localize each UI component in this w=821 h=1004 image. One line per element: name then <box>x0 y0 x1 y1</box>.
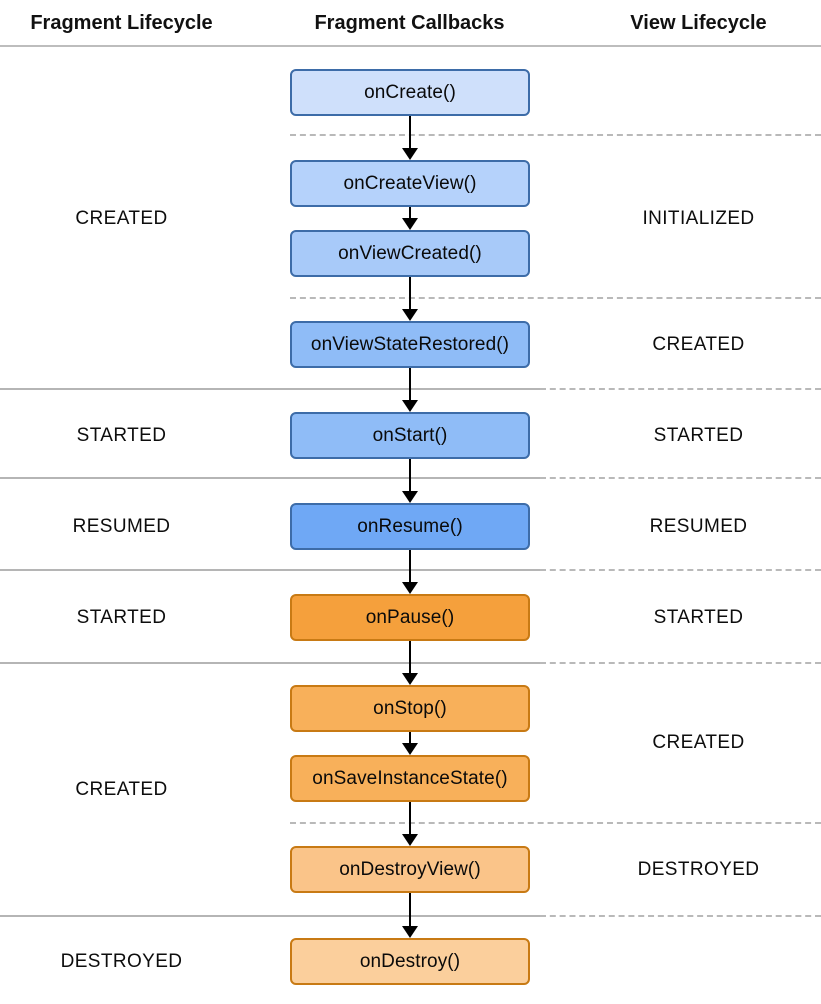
arrow-head <box>402 218 418 230</box>
separator-dashed-segment <box>540 388 821 390</box>
label-view-state-resumed: RESUMED <box>649 516 748 537</box>
callback-box-on-stop[interactable]: onStop() <box>290 685 530 732</box>
separator-dashed-segment <box>540 569 821 571</box>
label-view-state-started: STARTED <box>653 425 744 446</box>
separator-dashed-segment <box>290 134 821 136</box>
column-header-fragment-lifecycle: Fragment Lifecycle <box>30 12 213 34</box>
arrow-shaft <box>409 732 411 743</box>
arrow-head <box>402 491 418 503</box>
arrow-head <box>402 400 418 412</box>
separator-dashed-segment <box>540 915 821 917</box>
arrow-shaft <box>409 893 411 926</box>
label-fragment-state-started-1: STARTED <box>76 425 167 446</box>
arrow-head <box>402 673 418 685</box>
callback-box-on-view-state-restored[interactable]: onViewStateRestored() <box>290 321 530 368</box>
label-view-state-created-2: CREATED <box>652 732 745 753</box>
label-view-state-created: CREATED <box>652 334 745 355</box>
callback-box-on-resume[interactable]: onResume() <box>290 503 530 550</box>
separator-solid-segment <box>0 915 540 917</box>
arrow-head <box>402 834 418 846</box>
callback-box-on-create[interactable]: onCreate() <box>290 69 530 116</box>
arrow-head <box>402 309 418 321</box>
arrow-shaft <box>409 459 411 491</box>
arrow-head <box>402 743 418 755</box>
callback-box-on-destroy[interactable]: onDestroy() <box>290 938 530 985</box>
label-view-state-started-2: STARTED <box>653 607 744 628</box>
separator-dashed-segment <box>540 477 821 479</box>
arrow-shaft <box>409 550 411 582</box>
separator-dashed-segment <box>540 662 821 664</box>
column-header-view-lifecycle: View Lifecycle <box>630 12 767 34</box>
callback-box-on-save-instance-state[interactable]: onSaveInstanceState() <box>290 755 530 802</box>
label-view-state-initialized: INITIALIZED <box>642 208 755 229</box>
label-view-state-destroyed: DESTROYED <box>637 859 760 880</box>
separator-solid-segment <box>0 569 540 571</box>
callback-box-on-start[interactable]: onStart() <box>290 412 530 459</box>
separator-solid-segment <box>0 662 540 664</box>
header-divider <box>0 45 821 47</box>
arrow-shaft <box>409 207 411 218</box>
arrow-shaft <box>409 641 411 673</box>
separator-dashed-segment <box>290 297 821 299</box>
separator-solid-segment <box>0 477 540 479</box>
column-header-fragment-callbacks: Fragment Callbacks <box>314 12 505 34</box>
label-fragment-state-destroyed: DESTROYED <box>60 951 183 972</box>
label-fragment-state-started-2: STARTED <box>76 607 167 628</box>
label-fragment-state-resumed: RESUMED <box>72 516 171 537</box>
arrow-head <box>402 582 418 594</box>
label-fragment-state-created-2: CREATED <box>75 779 168 800</box>
label-fragment-state-created-1: CREATED <box>75 208 168 229</box>
arrow-shaft <box>409 802 411 834</box>
arrow-shaft <box>409 116 411 148</box>
arrow-shaft <box>409 368 411 400</box>
separator-dashed-segment <box>290 822 821 824</box>
arrow-shaft <box>409 277 411 309</box>
separator-solid-segment <box>0 388 540 390</box>
arrow-head <box>402 926 418 938</box>
callback-box-on-view-created[interactable]: onViewCreated() <box>290 230 530 277</box>
callback-box-on-create-view[interactable]: onCreateView() <box>290 160 530 207</box>
callback-box-on-pause[interactable]: onPause() <box>290 594 530 641</box>
arrow-head <box>402 148 418 160</box>
callback-box-on-destroy-view[interactable]: onDestroyView() <box>290 846 530 893</box>
